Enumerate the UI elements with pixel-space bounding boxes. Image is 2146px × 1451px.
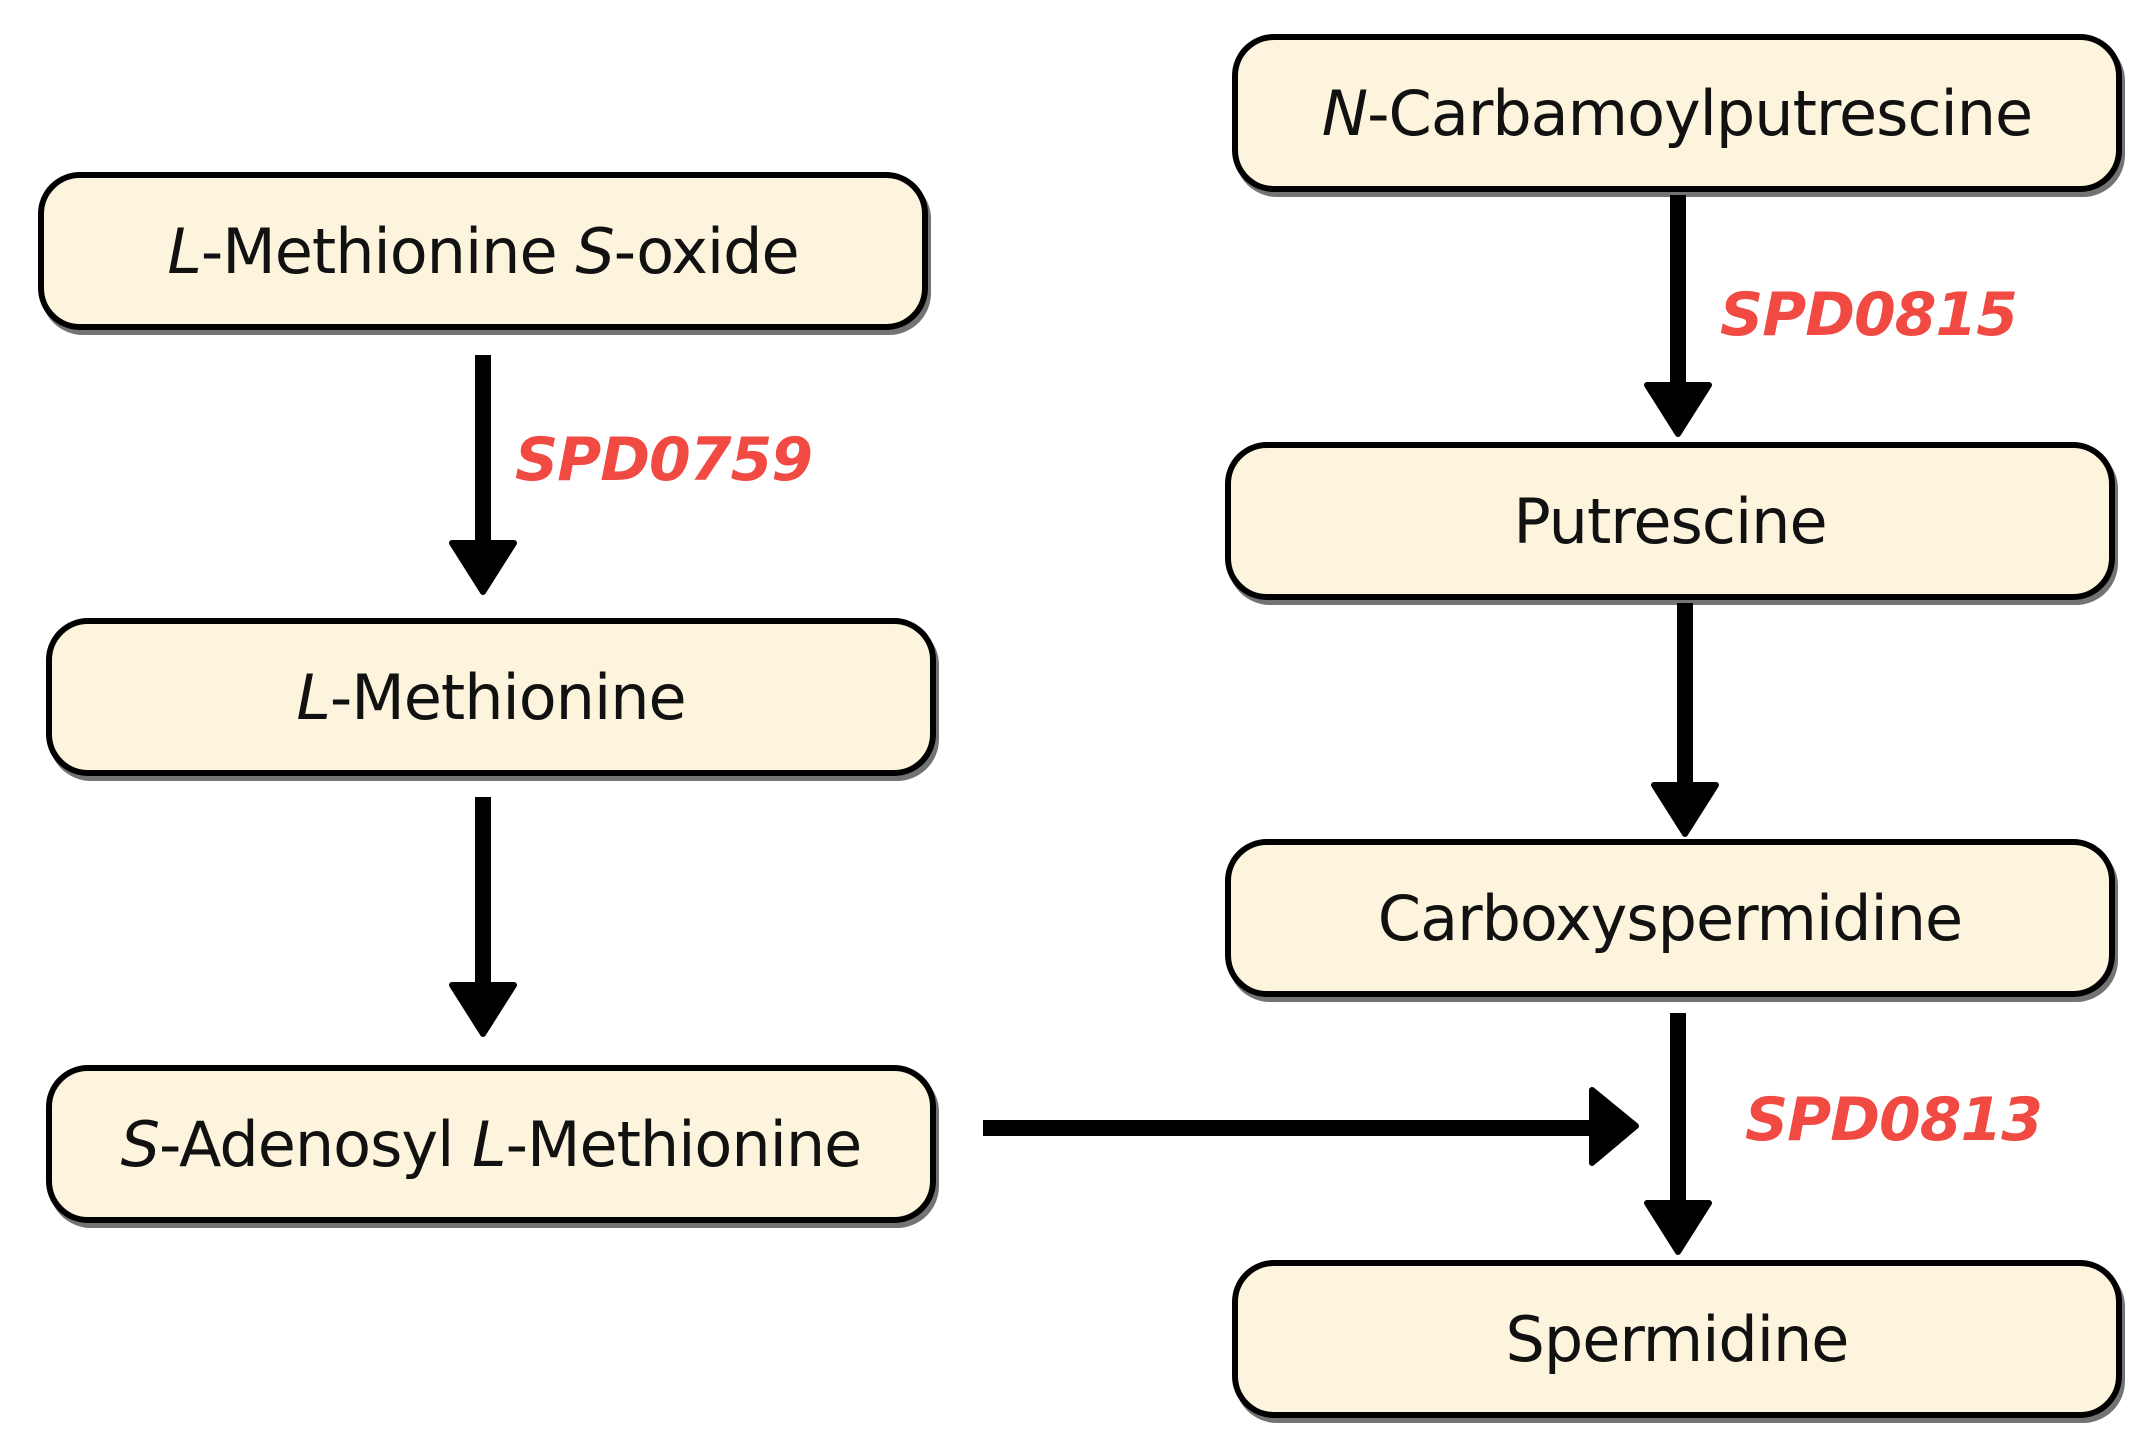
arrowhead-metsox-to-met bbox=[449, 540, 517, 595]
node-text: -Methionine bbox=[200, 214, 576, 288]
node-prefix: L bbox=[167, 214, 202, 288]
node-text: -Methionine bbox=[505, 1107, 863, 1181]
arrowhead-put-to-cspd bbox=[1651, 782, 1719, 837]
node-text: -Methionine bbox=[329, 660, 687, 734]
node-text: Putrescine bbox=[1513, 484, 1827, 558]
node-putrescine: Putrescine bbox=[1225, 442, 2115, 600]
node-prefix: N bbox=[1321, 76, 1368, 150]
node-prefix: S bbox=[575, 214, 614, 288]
node-l-methionine-s-oxide: L-Methionine S-oxide bbox=[38, 172, 928, 330]
node-prefix: S bbox=[120, 1107, 160, 1181]
node-s-adenosyl-l-methionine: S-Adenosyl L-Methionine bbox=[46, 1065, 936, 1223]
node-text: Spermidine bbox=[1505, 1302, 1850, 1376]
enzyme-label-spd0759: SPD0759 bbox=[515, 425, 813, 495]
enzyme-label-spd0815: SPD0815 bbox=[1720, 280, 2018, 350]
arrowhead-ncp-to-put bbox=[1644, 382, 1712, 437]
node-prefix: L bbox=[472, 1107, 507, 1181]
node-text: -oxide bbox=[613, 214, 800, 288]
node-prefix: L bbox=[296, 660, 331, 734]
node-text: -Carbamoylputrescine bbox=[1367, 76, 2033, 150]
node-text: Carboxyspermidine bbox=[1377, 881, 1963, 955]
arrowhead-sam-to-reaction bbox=[1589, 1087, 1639, 1166]
node-l-methionine: L-Methionine bbox=[46, 618, 936, 776]
arrowhead-cspd-to-spd bbox=[1644, 1200, 1712, 1255]
node-n-carbamoylputrescine: N-Carbamoylputrescine bbox=[1232, 34, 2122, 192]
node-spermidine: Spermidine bbox=[1232, 1260, 2122, 1418]
enzyme-label-spd0813: SPD0813 bbox=[1745, 1085, 2043, 1155]
node-carboxyspermidine: Carboxyspermidine bbox=[1225, 839, 2115, 997]
arrowhead-met-to-sam bbox=[449, 982, 517, 1037]
node-text: -Adenosyl bbox=[159, 1107, 473, 1181]
